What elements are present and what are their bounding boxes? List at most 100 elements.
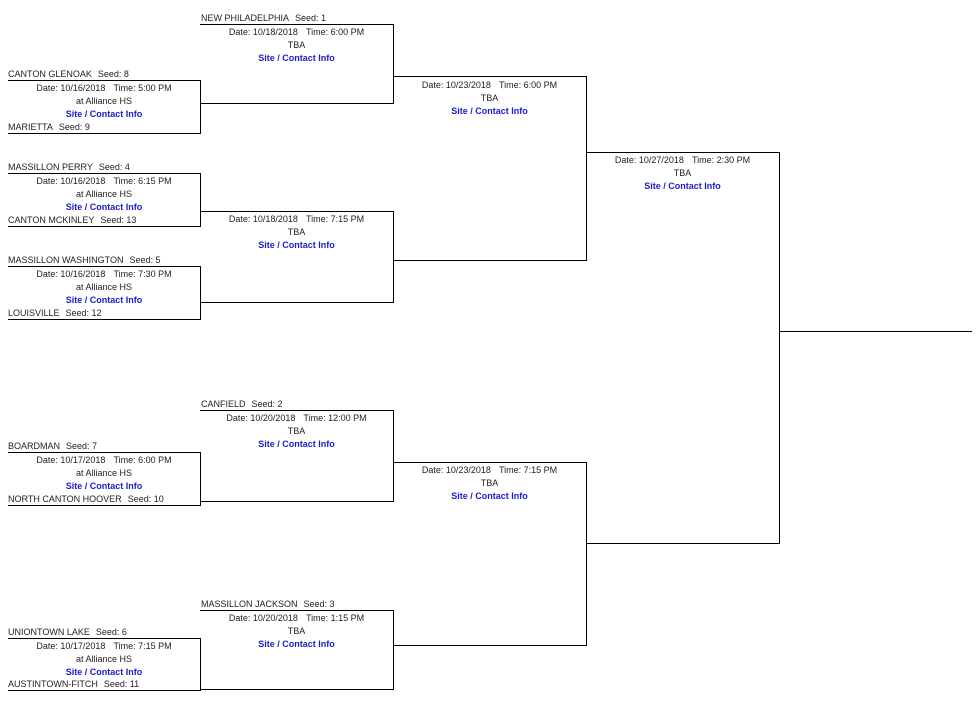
bracket-line bbox=[586, 76, 587, 261]
team-seed: Seed: 9 bbox=[58, 122, 90, 132]
team-name: UNIONTOWN LAKE bbox=[8, 627, 90, 637]
site-contact-link[interactable]: Site / Contact Info bbox=[258, 639, 335, 649]
game-time: Time: 7:30 PM bbox=[113, 269, 172, 279]
team-name: LOUISVILLE bbox=[8, 308, 60, 318]
team-name: NEW PHILADELPHIA bbox=[201, 13, 290, 23]
game-site: TBA bbox=[287, 40, 306, 50]
bracket-line bbox=[200, 610, 394, 611]
team-label: MASSILLON JACKSON Seed: 3 bbox=[201, 599, 335, 610]
team-name: BOARDMAN bbox=[8, 441, 61, 451]
game-time: Time: 6:00 PM bbox=[498, 80, 558, 90]
team-label: LOUISVILLE Seed: 12 bbox=[8, 308, 102, 319]
team-seed: Seed: 12 bbox=[65, 308, 102, 318]
game-date: Date: 10/16/2018 bbox=[36, 176, 106, 186]
game-site: at Alliance HS bbox=[75, 189, 133, 199]
site-contact-link[interactable]: Site / Contact Info bbox=[644, 181, 721, 191]
site-contact-link[interactable]: Site / Contact Info bbox=[258, 240, 335, 250]
bracket-line bbox=[8, 452, 201, 453]
bracket-line bbox=[393, 260, 587, 261]
game-time: Time: 5:00 PM bbox=[113, 83, 172, 93]
bracket-line bbox=[200, 452, 201, 506]
game-date: Date: 10/17/2018 bbox=[36, 641, 106, 651]
bracket-line bbox=[200, 266, 201, 320]
team-label: MASSILLON WASHINGTON Seed: 5 bbox=[8, 255, 161, 266]
game-site: TBA bbox=[287, 626, 306, 636]
team-label: MARIETTA Seed: 9 bbox=[8, 122, 90, 133]
game-time: Time: 6:00 PM bbox=[305, 27, 365, 37]
game-site: TBA bbox=[480, 93, 499, 103]
team-seed: Seed: 4 bbox=[98, 162, 130, 172]
game-time: Time: 12:00 PM bbox=[303, 413, 367, 423]
team-seed: Seed: 10 bbox=[127, 494, 164, 504]
game-site: at Alliance HS bbox=[75, 96, 133, 106]
team-seed: Seed: 2 bbox=[251, 399, 283, 409]
bracket-line bbox=[8, 173, 201, 174]
bracket-line bbox=[200, 211, 394, 212]
team-label: CANFIELD Seed: 2 bbox=[201, 399, 283, 410]
site-contact-link[interactable]: Site / Contact Info bbox=[258, 439, 335, 449]
site-contact-link[interactable]: Site / Contact Info bbox=[65, 481, 143, 491]
team-name: CANTON MCKINLEY bbox=[8, 215, 95, 225]
bracket-line bbox=[200, 173, 201, 227]
bracket-line bbox=[200, 410, 394, 411]
team-seed: Seed: 11 bbox=[103, 679, 140, 689]
champion-line bbox=[779, 331, 972, 332]
bracket-line bbox=[779, 152, 780, 544]
team-label: BOARDMAN Seed: 7 bbox=[8, 441, 97, 452]
site-contact-link[interactable]: Site / Contact Info bbox=[65, 667, 143, 677]
site-contact-link[interactable]: Site / Contact Info bbox=[451, 491, 528, 501]
bracket-line bbox=[8, 690, 201, 691]
game-site: at Alliance HS bbox=[75, 282, 133, 292]
site-contact-link[interactable]: Site / Contact Info bbox=[65, 202, 143, 212]
team-label: UNIONTOWN LAKE Seed: 6 bbox=[8, 627, 127, 638]
bracket-line bbox=[586, 543, 780, 544]
team-label: NEW PHILADELPHIA Seed: 1 bbox=[201, 13, 326, 24]
bracket-line bbox=[8, 638, 201, 639]
game-time: Time: 7:15 PM bbox=[498, 465, 558, 475]
game-date: Date: 10/23/2018 bbox=[421, 465, 491, 475]
bracket-line bbox=[200, 103, 394, 104]
bracket-line bbox=[8, 319, 201, 320]
team-seed: Seed: 5 bbox=[129, 255, 161, 265]
team-name: AUSTINTOWN-FITCH bbox=[8, 679, 98, 689]
site-contact-link[interactable]: Site / Contact Info bbox=[451, 106, 528, 116]
bracket-line bbox=[8, 226, 201, 227]
team-name: MASSILLON WASHINGTON bbox=[8, 255, 124, 265]
site-contact-link[interactable]: Site / Contact Info bbox=[65, 109, 143, 119]
site-contact-link[interactable]: Site / Contact Info bbox=[258, 53, 335, 63]
bracket-line bbox=[200, 302, 394, 303]
bracket-line bbox=[200, 689, 394, 690]
team-label: NORTH CANTON HOOVER Seed: 10 bbox=[8, 494, 164, 505]
bracket-line bbox=[393, 610, 394, 690]
team-seed: Seed: 7 bbox=[66, 441, 98, 451]
team-name: MASSILLON JACKSON bbox=[201, 599, 298, 609]
team-seed: Seed: 1 bbox=[295, 13, 327, 23]
bracket-line bbox=[393, 410, 394, 502]
team-name: NORTH CANTON HOOVER bbox=[8, 494, 122, 504]
bracket-line bbox=[200, 501, 394, 502]
team-seed: Seed: 3 bbox=[303, 599, 335, 609]
team-name: CANFIELD bbox=[201, 399, 246, 409]
game-date: Date: 10/20/2018 bbox=[228, 613, 298, 623]
team-name: MARIETTA bbox=[8, 122, 53, 132]
game-date: Date: 10/27/2018 bbox=[614, 155, 684, 165]
bracket-line bbox=[200, 638, 201, 691]
team-seed: Seed: 8 bbox=[97, 69, 129, 79]
team-seed: Seed: 6 bbox=[95, 627, 127, 637]
team-seed: Seed: 13 bbox=[100, 215, 137, 225]
site-contact-link[interactable]: Site / Contact Info bbox=[65, 295, 143, 305]
game-time: Time: 2:30 PM bbox=[691, 155, 751, 165]
